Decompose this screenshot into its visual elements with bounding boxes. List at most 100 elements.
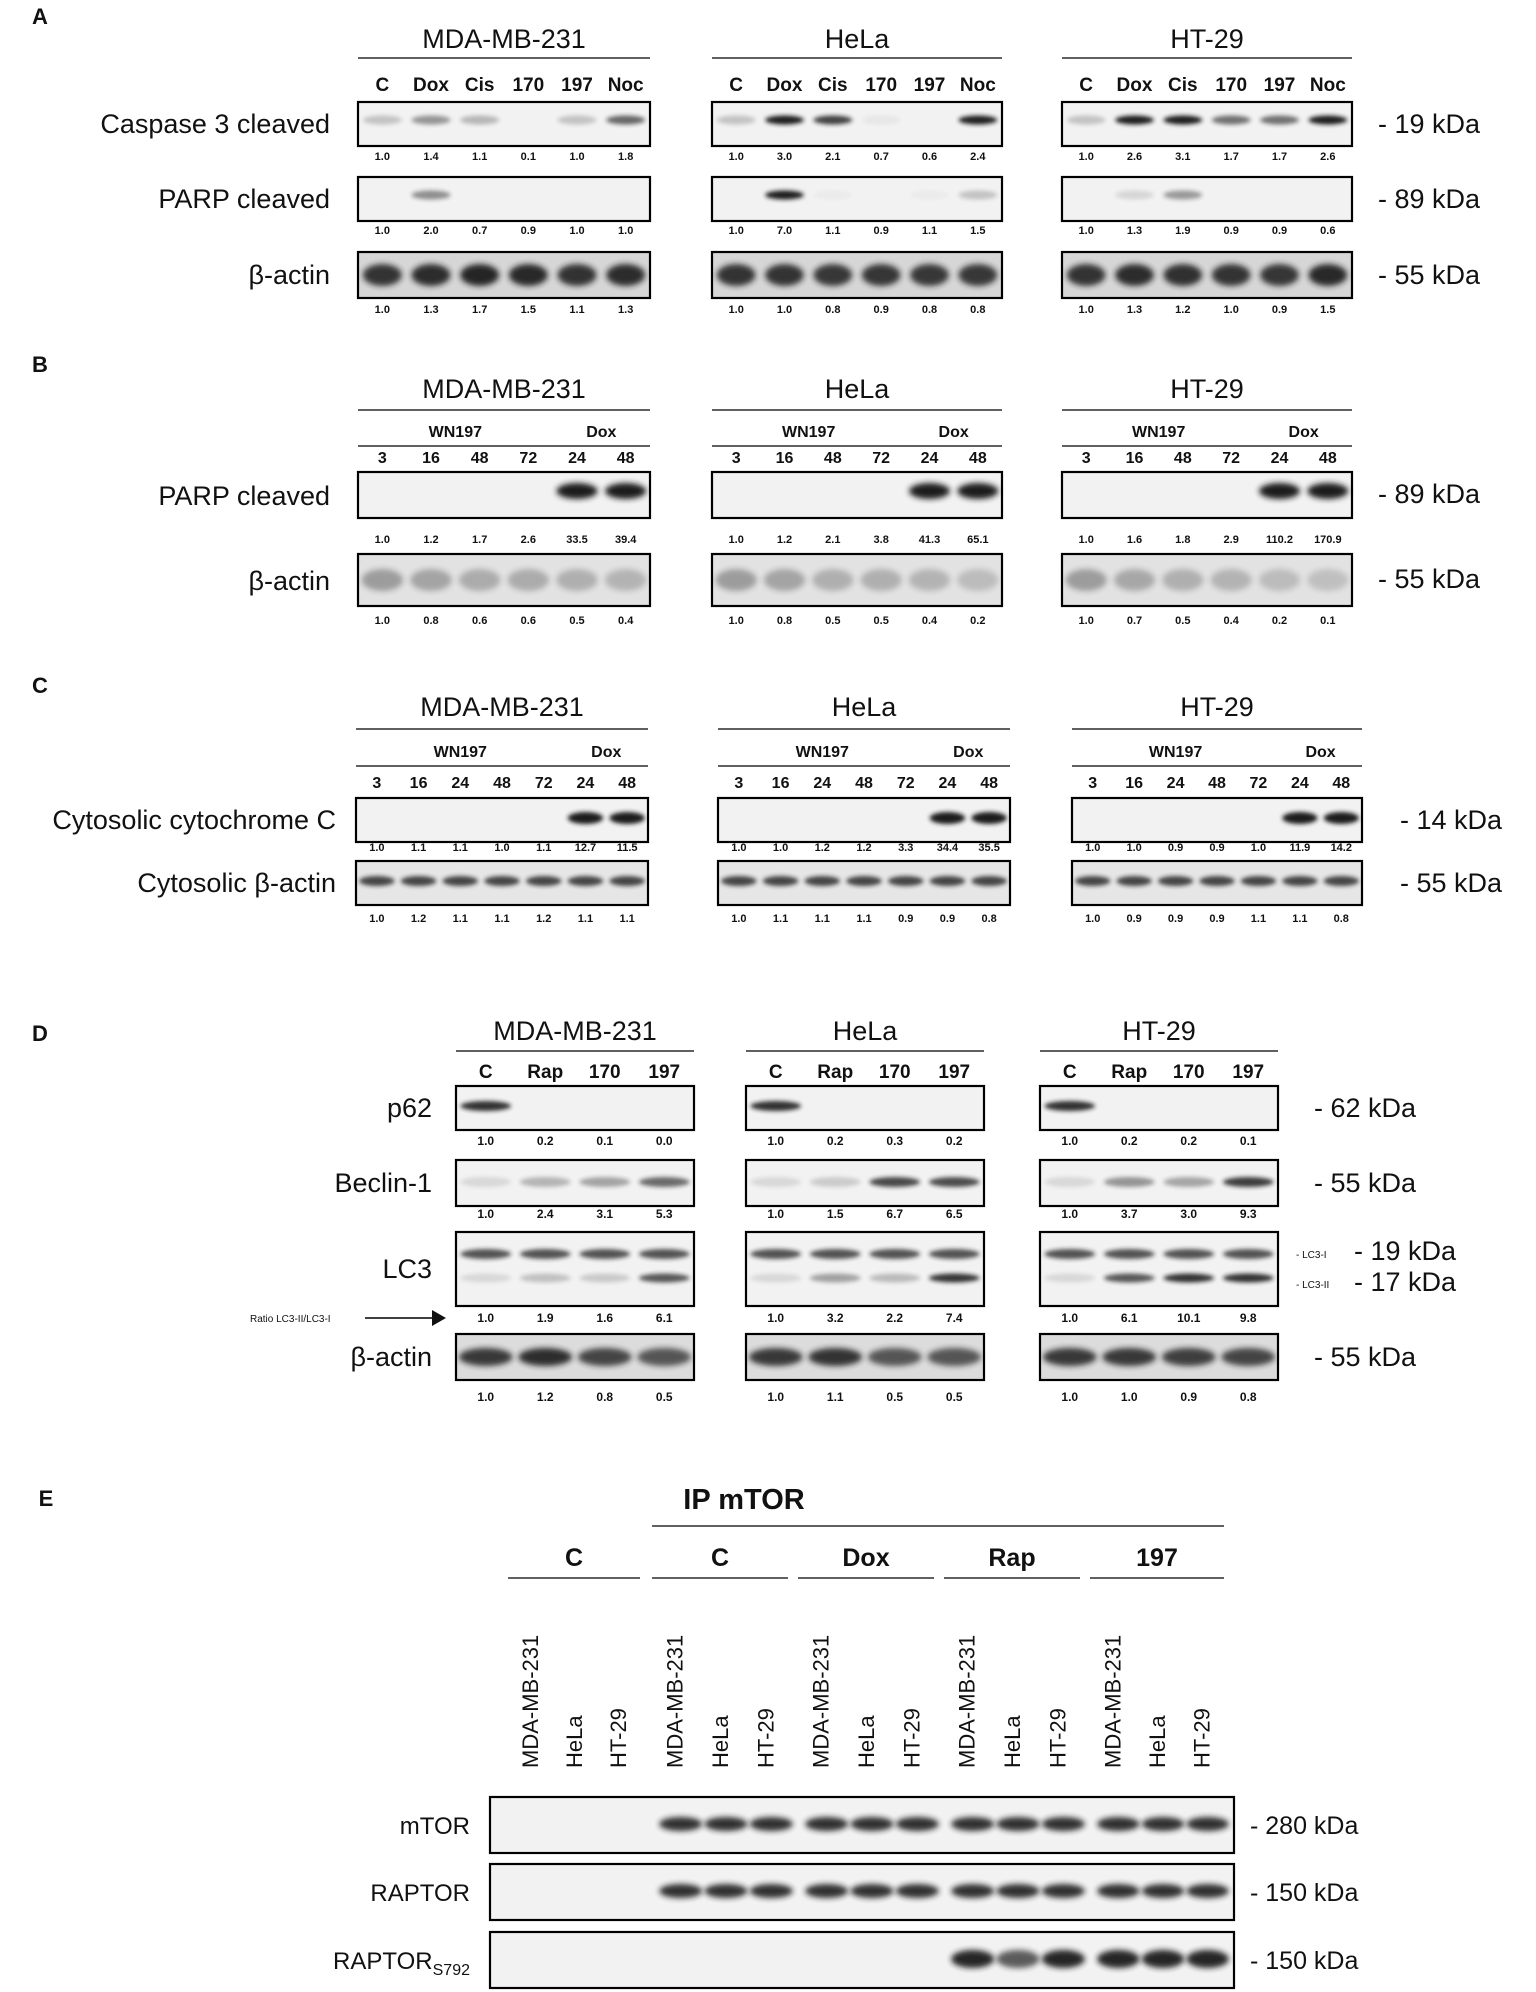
- densitometry-value: 3.2: [827, 1311, 844, 1325]
- lane-label: 3: [732, 450, 741, 467]
- lc3-ii-band: [519, 1273, 571, 1283]
- protein-band: [1075, 876, 1111, 886]
- densitometry-value: 0.8: [825, 304, 840, 316]
- densitometry-value: 1.0: [731, 842, 746, 854]
- densitometry-value: 1.0: [477, 1207, 494, 1221]
- densitometry-value: 1.5: [1320, 304, 1335, 316]
- blot-strip: [1060, 175, 1354, 223]
- densitometry-value: 3.3: [898, 842, 913, 854]
- densitometry-value: 1.4: [423, 151, 439, 163]
- molecular-weight-marker: - 17 kDa: [1354, 1267, 1457, 1297]
- protein-band: [604, 483, 647, 499]
- protein-band: [1157, 876, 1194, 886]
- protein-band: [812, 569, 854, 591]
- lane-label: 72: [897, 775, 915, 792]
- densitometry-value: 1.0: [1079, 534, 1094, 546]
- cell-line-header: HT-29: [1170, 24, 1244, 54]
- protein-band: [765, 264, 804, 286]
- protein-band: [1211, 264, 1251, 286]
- densitometry-value: 0.6: [521, 615, 536, 627]
- lc3-ii-band: [460, 1273, 512, 1283]
- lane-label: 24: [577, 775, 595, 792]
- densitometry-value: 1.1: [827, 1390, 844, 1404]
- row-label: p62: [387, 1093, 432, 1123]
- protein-band: [721, 876, 757, 886]
- densitometry-value: 1.0: [729, 615, 744, 627]
- blot-strip: [1060, 100, 1354, 148]
- densitometry-value: 1.0: [1061, 1207, 1078, 1221]
- molecular-weight-marker: - 19 kDa: [1378, 109, 1481, 139]
- densitometry-value: 1.2: [777, 534, 792, 546]
- lc3-i-band: [519, 1249, 571, 1259]
- row-label: Cytosolic cytochrome C: [52, 805, 336, 835]
- lc3-i-band: [869, 1249, 921, 1259]
- protein-band: [850, 1817, 894, 1831]
- lane-label: 197: [1264, 75, 1296, 96]
- densitometry-value: 1.6: [596, 1311, 613, 1325]
- densitometry-value: 1.1: [856, 913, 871, 925]
- protein-band: [637, 1348, 692, 1366]
- protein-band: [1163, 115, 1203, 125]
- protein-band: [908, 569, 951, 591]
- blot-strip: [1038, 1230, 1280, 1308]
- densitometry-value: 1.0: [369, 842, 384, 854]
- densitometry-value: 1.0: [477, 1134, 494, 1148]
- lc3-ii-band: [1044, 1273, 1096, 1283]
- lane-label: 48: [471, 450, 489, 467]
- densitometry-value: 0.0: [656, 1134, 673, 1148]
- densitometry-value: 0.2: [970, 615, 985, 627]
- protein-band: [861, 115, 901, 125]
- densitometry-value: 1.3: [423, 304, 438, 316]
- cell-line-header: MDA-MB-231: [493, 1016, 657, 1046]
- row-label: PARP cleaved: [158, 481, 330, 511]
- blot-strip: [710, 175, 1004, 223]
- lane-label: 3: [372, 775, 381, 792]
- densitometry-value: 3.7: [1121, 1207, 1138, 1221]
- cell-line-header: MDA-MB-231: [422, 374, 586, 404]
- lc3-i-band: [1103, 1249, 1155, 1259]
- densitometry-value: 65.1: [967, 534, 988, 546]
- protein-band: [750, 1101, 802, 1111]
- blot-strip: [710, 552, 1004, 608]
- protein-band: [1041, 1950, 1085, 1968]
- lane-label: Cis: [1168, 75, 1198, 96]
- protein-band: [762, 876, 799, 886]
- lane-label: 3: [1082, 450, 1091, 467]
- protein-band: [805, 1884, 849, 1898]
- treatment-group-label: Dox: [1289, 424, 1319, 441]
- lane-label: 48: [1332, 775, 1350, 792]
- blot-strip: [454, 1230, 696, 1308]
- densitometry-value: 0.8: [970, 304, 985, 316]
- molecular-weight-marker: - 89 kDa: [1378, 184, 1481, 214]
- row-label: Beclin-1: [334, 1168, 432, 1198]
- densitometry-value: 0.9: [874, 225, 889, 237]
- panel-letter: B: [32, 352, 48, 377]
- densitometry-value: 1.5: [970, 225, 985, 237]
- densitometry-value: 0.9: [940, 913, 955, 925]
- densitometry-value: 1.0: [767, 1311, 784, 1325]
- densitometry-value: 1.0: [1079, 151, 1094, 163]
- ip-label: IP mTOR: [683, 1484, 804, 1516]
- lc3-ii-band: [750, 1273, 802, 1283]
- protein-band: [704, 1817, 748, 1831]
- densitometry-value: 1.0: [1251, 842, 1266, 854]
- densitometry-value: 1.0: [777, 304, 792, 316]
- lane-label: Rap: [817, 1062, 853, 1083]
- densitometry-value: 0.5: [946, 1390, 963, 1404]
- protein-band: [1065, 569, 1107, 591]
- densitometry-value: 0.5: [874, 615, 889, 627]
- lane-label: 24: [939, 775, 957, 792]
- treatment-group-label: WN197: [429, 424, 482, 441]
- lane-label: 3: [378, 450, 387, 467]
- densitometry-value: 1.1: [1251, 913, 1266, 925]
- densitometry-value: 0.5: [1175, 615, 1190, 627]
- densitometry-value: 0.9: [1168, 842, 1183, 854]
- lane-cell-line-label: HeLa: [1145, 1715, 1170, 1768]
- lane-cell-line-label: HeLa: [1000, 1715, 1025, 1768]
- treatment-group-label: Dox: [939, 424, 969, 441]
- lane-label: 3: [734, 775, 743, 792]
- lane-cell-line-label: HeLa: [854, 1715, 879, 1768]
- blot-strip: [356, 175, 652, 223]
- lane-label: 170: [879, 1062, 911, 1083]
- densitometry-value: 0.2: [827, 1134, 844, 1148]
